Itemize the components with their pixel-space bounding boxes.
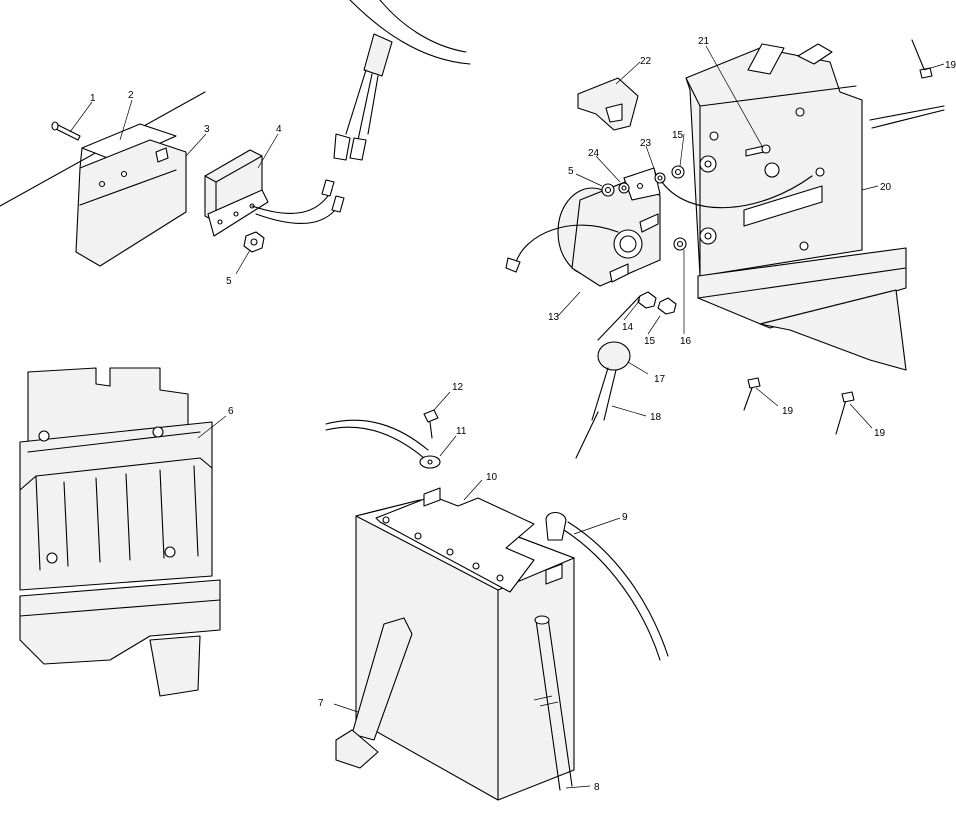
connector-22-part bbox=[577, 77, 639, 131]
callout-11: 11 bbox=[456, 426, 467, 437]
bolt-1-part bbox=[51, 121, 81, 141]
callout-18: 18 bbox=[650, 412, 662, 423]
callout-3: 3 bbox=[204, 124, 210, 135]
callout-1: 1 bbox=[90, 93, 96, 104]
callout-22: 22 bbox=[640, 56, 652, 67]
callout-19b: 19 bbox=[782, 406, 794, 417]
callout-20: 20 bbox=[880, 182, 892, 193]
boot-cable-part bbox=[575, 295, 641, 459]
callout-15a: 15 bbox=[644, 336, 656, 347]
voltage-regulator-part bbox=[204, 149, 345, 237]
callout-16: 16 bbox=[680, 336, 692, 347]
callout-5a: 5 bbox=[226, 276, 232, 287]
callout-labels: 1 2 3 4 5 6 7 8 9 10 11 12 13 14 15 15 1… bbox=[90, 36, 956, 793]
starter-solenoid-part bbox=[505, 167, 661, 287]
battery-tray-assembly bbox=[19, 367, 221, 697]
callout-14: 14 bbox=[622, 322, 634, 333]
callout-7: 7 bbox=[318, 698, 324, 709]
callout-23: 23 bbox=[640, 138, 652, 149]
callout-10: 10 bbox=[486, 472, 498, 483]
regulator-assembly bbox=[0, 0, 471, 267]
hardware-part bbox=[601, 144, 813, 315]
callout-8: 8 bbox=[594, 782, 600, 793]
callout-13: 13 bbox=[548, 312, 560, 323]
callout-19c: 19 bbox=[874, 428, 886, 439]
callout-6: 6 bbox=[228, 406, 234, 417]
battery-assembly bbox=[325, 409, 669, 801]
wire-harness-part bbox=[333, 0, 471, 161]
callout-21: 21 bbox=[698, 36, 710, 47]
callout-19a: 19 bbox=[945, 60, 956, 71]
nut-5-part bbox=[243, 231, 265, 253]
callout-2: 2 bbox=[128, 90, 134, 101]
mount-bracket-part bbox=[75, 123, 187, 267]
battery-box-assembly bbox=[505, 39, 945, 459]
callout-9: 9 bbox=[622, 512, 628, 523]
callout-15b: 15 bbox=[672, 130, 684, 141]
callout-5b: 5 bbox=[568, 166, 574, 177]
callout-17: 17 bbox=[654, 374, 666, 385]
callout-12: 12 bbox=[452, 382, 464, 393]
screws-19-part bbox=[743, 39, 933, 435]
leader-lines bbox=[69, 45, 945, 789]
callout-24: 24 bbox=[588, 148, 600, 159]
battery-box-part bbox=[685, 43, 945, 371]
callout-4: 4 bbox=[276, 124, 282, 135]
